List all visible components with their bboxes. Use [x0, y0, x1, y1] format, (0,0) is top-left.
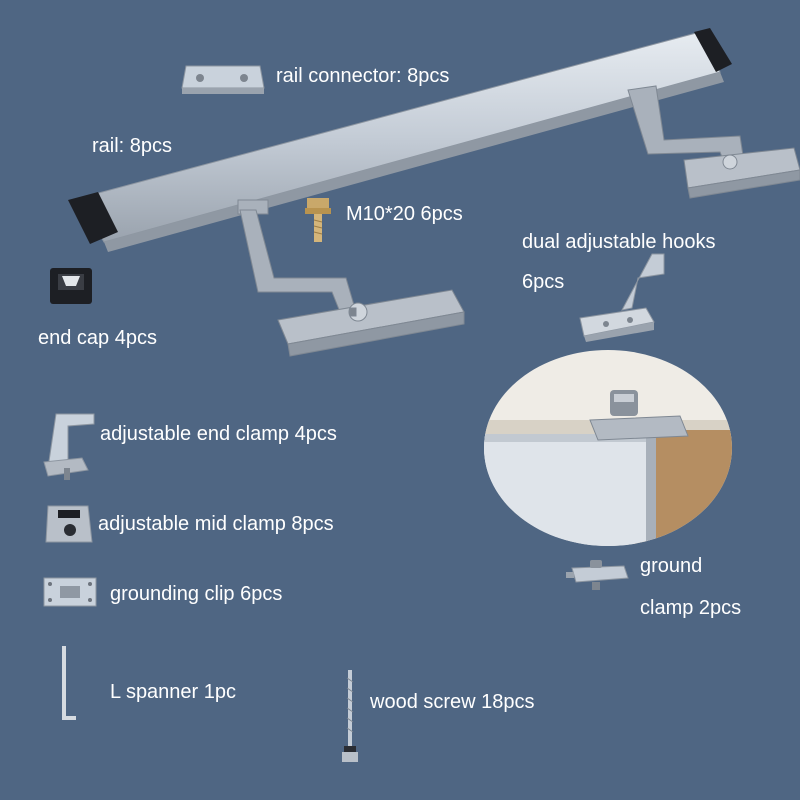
l-spanner-part: [56, 644, 78, 726]
grounding-clip-part: [42, 574, 98, 610]
end-cap-part: [48, 264, 94, 308]
end-cap-icon: [50, 268, 92, 304]
bolt-label: M10*20 6pcs: [346, 203, 463, 225]
end-clamp-part: [42, 410, 98, 482]
ground-clamp-label-line1: ground: [640, 555, 703, 577]
mid-clamp-icon: [45, 505, 93, 543]
hooks-label-line1: dual adjustable hooks: [522, 231, 716, 253]
bolt-part: [303, 196, 333, 246]
l-spanner-icon: [62, 646, 76, 720]
ground-clamp-photo-image: [484, 350, 732, 546]
ground-clamp-part: [566, 558, 632, 592]
hooks-label-line2: 6pcs: [522, 271, 565, 293]
rail-connector-part: [180, 62, 266, 98]
grounding-clip-icon: [43, 577, 97, 607]
mounted-hook-center: [237, 199, 465, 357]
wood-screw-icon: [342, 670, 358, 762]
rail-connector-label: rail connector: 8pcs: [276, 65, 450, 87]
end-clamp-label: adjustable end clamp 4pcs: [100, 423, 337, 445]
end-clamp-icon: [43, 413, 95, 480]
mounted-hook-right: [627, 85, 800, 199]
mid-clamp-part: [44, 502, 94, 546]
roof-hook-icon: [579, 253, 665, 342]
end-cap-label: end cap 4pcs: [38, 327, 157, 349]
rail-connector-icon: [181, 65, 265, 94]
grounding-clip-label: grounding clip 6pcs: [110, 583, 283, 605]
roof-hook-part: [576, 252, 670, 342]
ground-clamp-icon: [566, 560, 629, 590]
mid-clamp-label: adjustable mid clamp 8pcs: [98, 513, 334, 535]
rail-icon: [68, 28, 800, 357]
rail-label: rail: 8pcs: [92, 135, 173, 157]
spanner-label: L spanner 1pc: [110, 681, 237, 703]
bolt-icon: [305, 198, 331, 242]
ground-clamp-label-line2: clamp 2pcs: [640, 597, 742, 619]
wood-screw-label: wood screw 18pcs: [370, 691, 535, 713]
wood-screw-part: [338, 668, 362, 768]
rail-assembly: [60, 20, 800, 380]
ground-clamp-photo: [484, 350, 732, 546]
